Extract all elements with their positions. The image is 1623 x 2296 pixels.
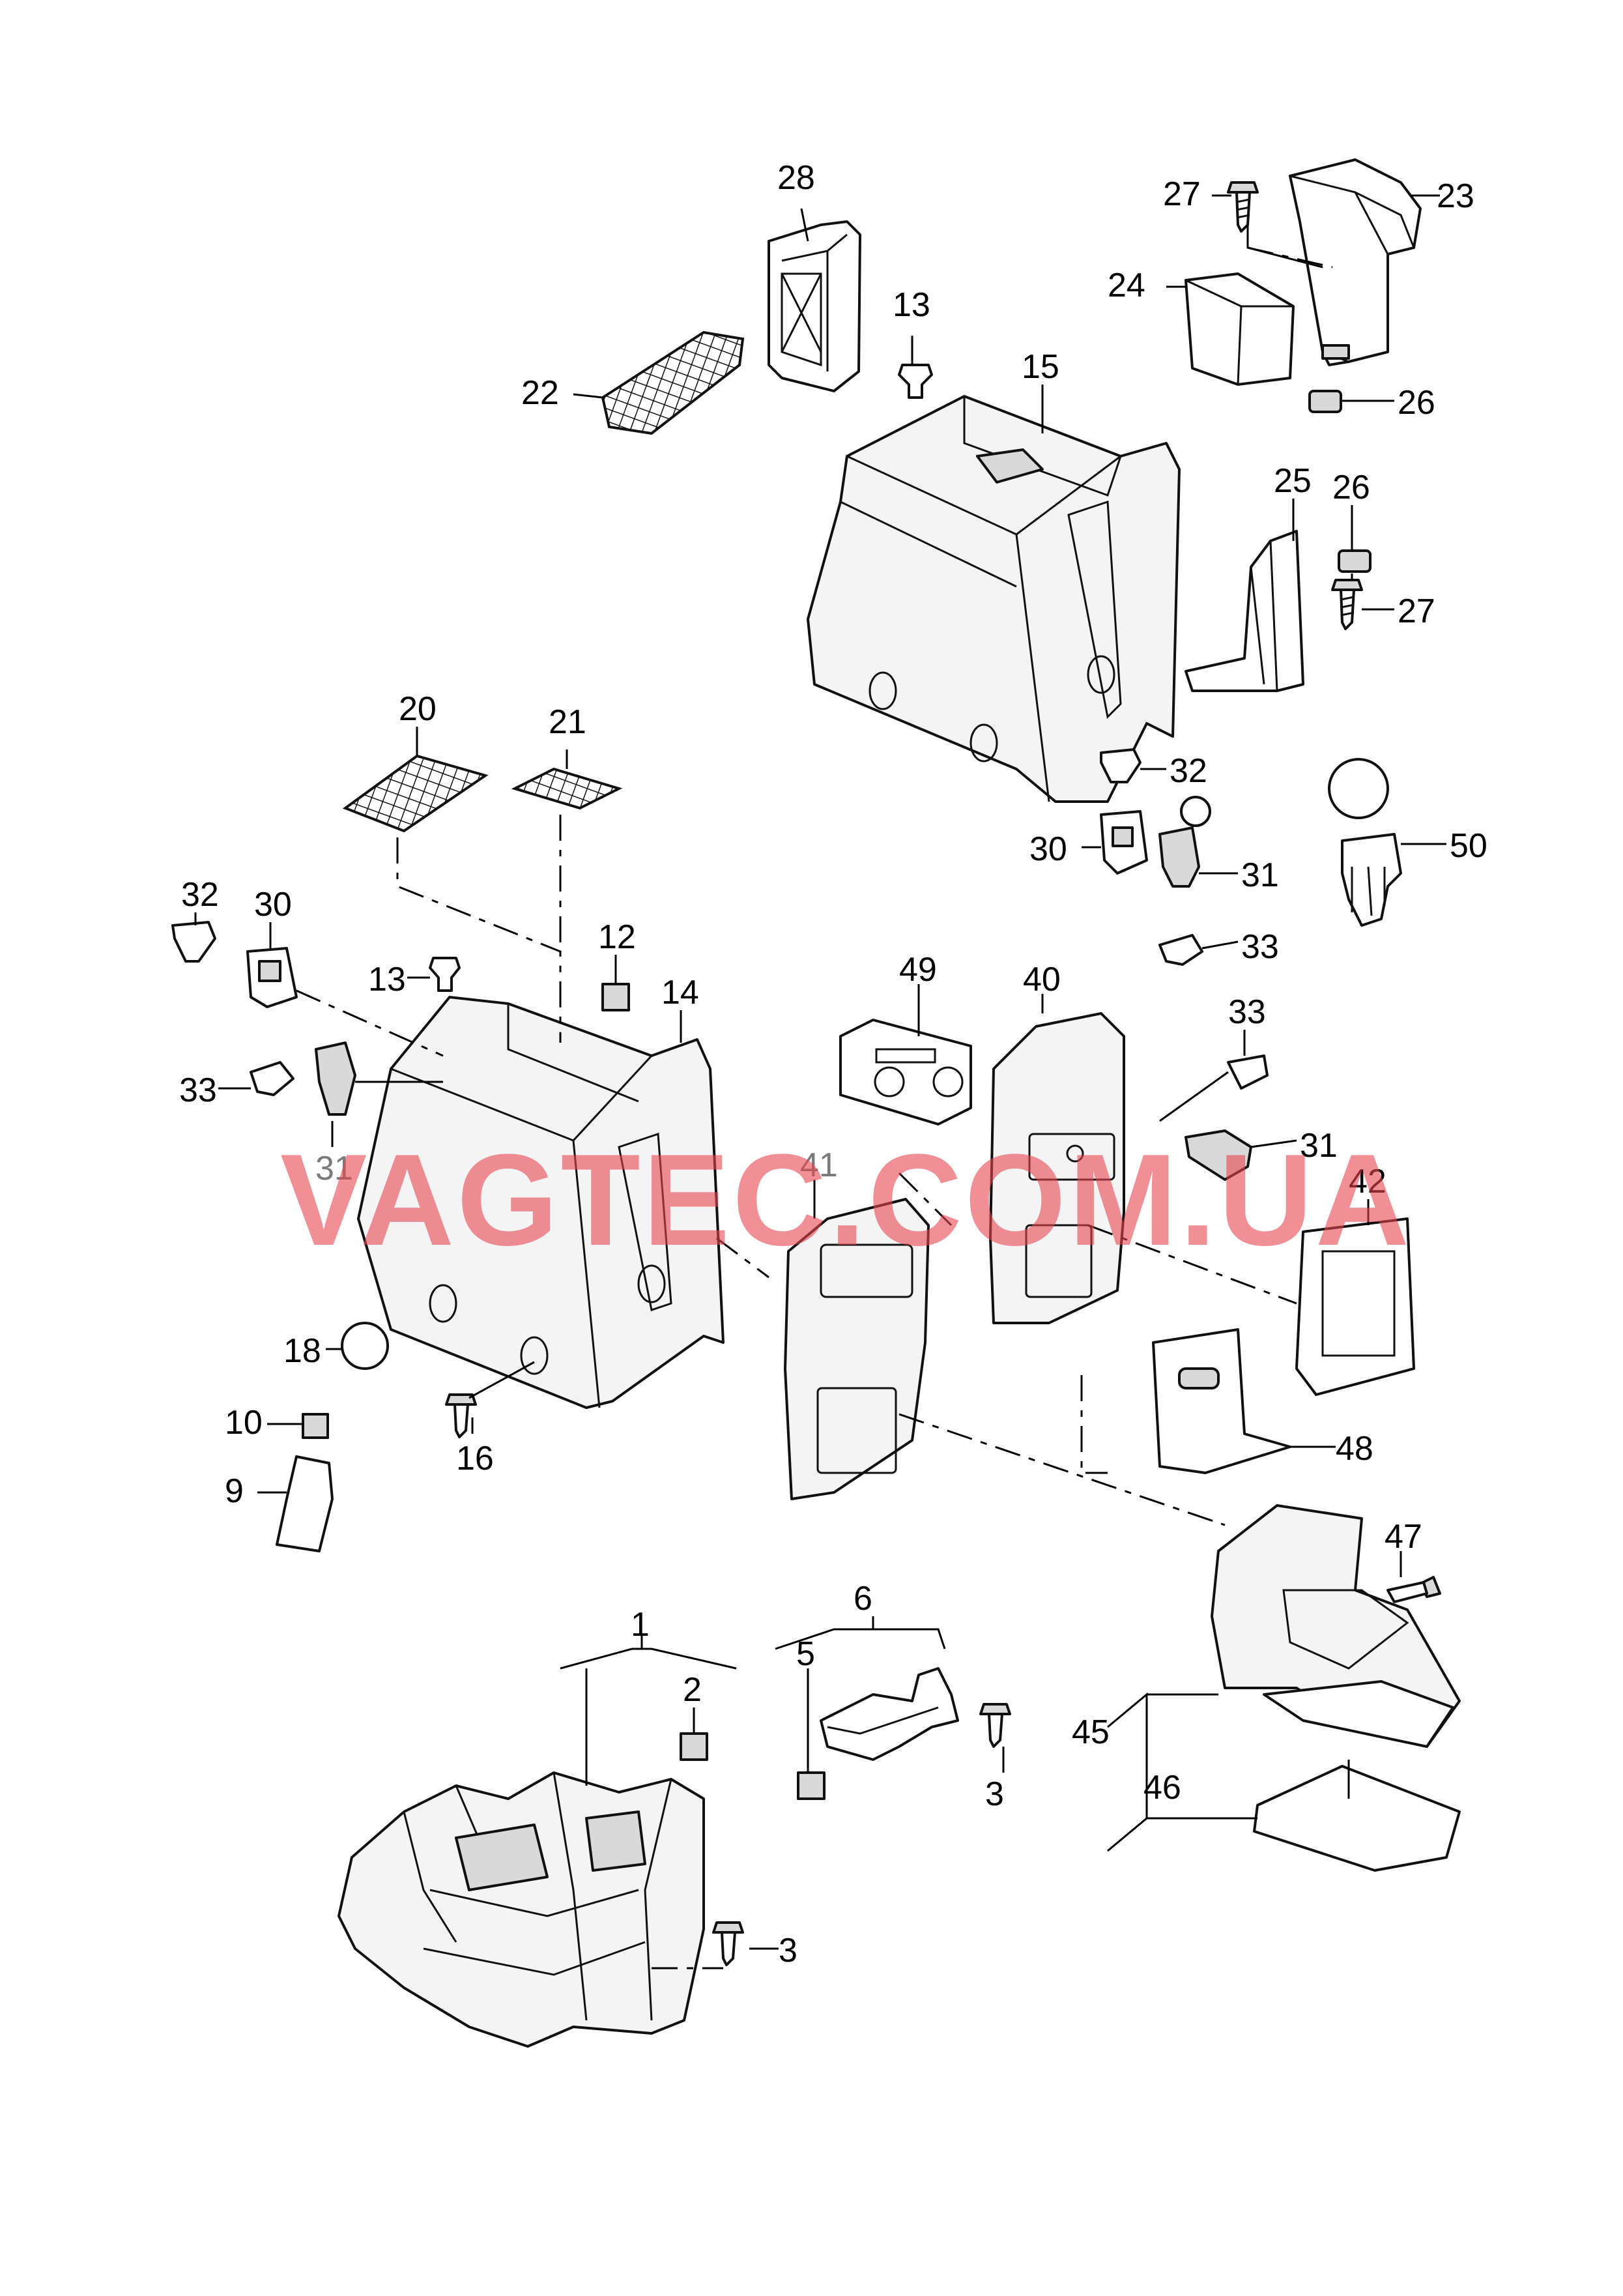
- callout-22: 22: [521, 374, 559, 412]
- part-31-socket-left: [315, 1041, 356, 1116]
- callout-1: 1: [631, 1606, 650, 1644]
- callout-33-right: 33: [1241, 928, 1279, 966]
- callout-20: 20: [399, 690, 437, 728]
- part-48-ashtray-frame: [1152, 1328, 1291, 1474]
- callout-3-right: 3: [985, 1775, 1004, 1813]
- part-16-screw: [445, 1393, 477, 1438]
- part-46-lid: [1253, 1765, 1461, 1872]
- part-3-screw-bottom: [712, 1921, 744, 1966]
- callout-3-bottom: 3: [779, 1932, 797, 1969]
- part-15-upper-shell: [807, 395, 1181, 803]
- callout-42: 42: [1349, 1163, 1386, 1200]
- part-30-switch-right: [1100, 810, 1148, 875]
- part-50-cupholder: [1328, 758, 1402, 927]
- callout-49: 49: [899, 951, 937, 989]
- part-33-cover-right: [1158, 934, 1203, 966]
- part-13-clip-top: [898, 364, 933, 399]
- part-1-lower-frame: [338, 1771, 705, 2048]
- part-32-cap-right: [1100, 748, 1142, 783]
- part-40-rear-panel: [989, 1012, 1125, 1324]
- callout-46: 46: [1143, 1769, 1181, 1807]
- callout-12: 12: [598, 918, 636, 956]
- callout-16: 16: [456, 1440, 494, 1477]
- callout-30-right: 30: [1029, 830, 1067, 868]
- callout-48: 48: [1336, 1430, 1373, 1468]
- assembly-lines: [296, 246, 1353, 1969]
- part-28-holder: [768, 220, 861, 392]
- callout-14: 14: [661, 974, 699, 1011]
- part-5-clip: [797, 1771, 826, 1800]
- callout-6: 6: [854, 1580, 872, 1618]
- part-33-cover-left: [250, 1061, 294, 1096]
- callout-28: 28: [777, 159, 815, 197]
- callout-21: 21: [549, 703, 586, 741]
- part-13-clip-left: [429, 957, 461, 992]
- callout-27-mid: 27: [1398, 592, 1435, 630]
- callout-33-mid: 33: [1228, 993, 1266, 1031]
- callout-31-right: 31: [1241, 856, 1279, 894]
- part-20-mat: [342, 754, 489, 833]
- part-2-clip: [680, 1732, 708, 1761]
- callout-13-top: 13: [893, 286, 930, 324]
- callout-41: 41: [800, 1146, 838, 1184]
- callout-25: 25: [1274, 462, 1312, 500]
- part-22-mat: [601, 330, 745, 435]
- part-30-switch-left: [246, 947, 298, 1008]
- callout-31-left: 31: [315, 1150, 353, 1187]
- part-3-screw-right: [979, 1703, 1011, 1748]
- part-33-cover-mid: [1227, 1054, 1269, 1090]
- part-6-bracket: [820, 1667, 959, 1761]
- callout-15: 15: [1022, 348, 1059, 386]
- callout-13-left: 13: [368, 961, 406, 998]
- part-31-socket-right: [1158, 796, 1211, 888]
- callout-30-left: 30: [254, 886, 292, 923]
- callout-24: 24: [1108, 267, 1145, 304]
- callout-5: 5: [796, 1635, 815, 1673]
- watermark-text: VAGTEC.COM.UA: [280, 1127, 1412, 1273]
- part-26-clip-mid: [1338, 549, 1372, 573]
- part-32-cap-left: [171, 921, 216, 963]
- callout-26-mid: 26: [1332, 469, 1370, 506]
- part-47-screw: [1386, 1576, 1441, 1603]
- part-49-control-panel: [839, 1019, 972, 1126]
- callout-27-top: 27: [1163, 175, 1201, 213]
- part-26-clip-top: [1308, 390, 1342, 413]
- part-41-front-panel: [784, 1198, 930, 1500]
- callout-9: 9: [225, 1472, 244, 1510]
- callout-2: 2: [683, 1671, 702, 1709]
- callout-47: 47: [1385, 1518, 1422, 1556]
- part-14-lower-shell: [357, 996, 725, 1409]
- callout-10: 10: [225, 1404, 263, 1442]
- part-27-screw-top: [1227, 181, 1259, 233]
- callout-33-left: 33: [179, 1071, 217, 1109]
- part-18-plug: [341, 1322, 389, 1370]
- part-45-storage-box: [1211, 1504, 1461, 1748]
- callout-45: 45: [1072, 1713, 1110, 1751]
- part-42-frame: [1295, 1217, 1415, 1396]
- part-12-clip: [601, 983, 630, 1011]
- part-10-clip: [302, 1413, 329, 1439]
- part-21-mat: [511, 767, 623, 810]
- callout-32-right: 32: [1170, 752, 1207, 790]
- callout-31-mid: 31: [1300, 1127, 1338, 1165]
- leader-lines: [194, 194, 1446, 1950]
- part-27-screw-mid: [1331, 579, 1363, 630]
- callout-labels: 28 22 13 15 27 23 24 26 25 26 27 32 30 3…: [179, 159, 1487, 1969]
- callout-18: 18: [283, 1332, 321, 1370]
- callout-23: 23: [1437, 177, 1474, 215]
- callout-26-top: 26: [1398, 384, 1435, 422]
- part-9-pad: [276, 1455, 334, 1552]
- part-31-socket-mid: [1185, 1129, 1252, 1181]
- part-24-insert-tray: [1185, 272, 1295, 386]
- callout-40: 40: [1023, 961, 1061, 998]
- callout-32-left: 32: [181, 876, 219, 914]
- part-25-bracket: [1185, 530, 1304, 692]
- part-23-armrest: [1289, 158, 1422, 366]
- callout-50: 50: [1450, 827, 1487, 865]
